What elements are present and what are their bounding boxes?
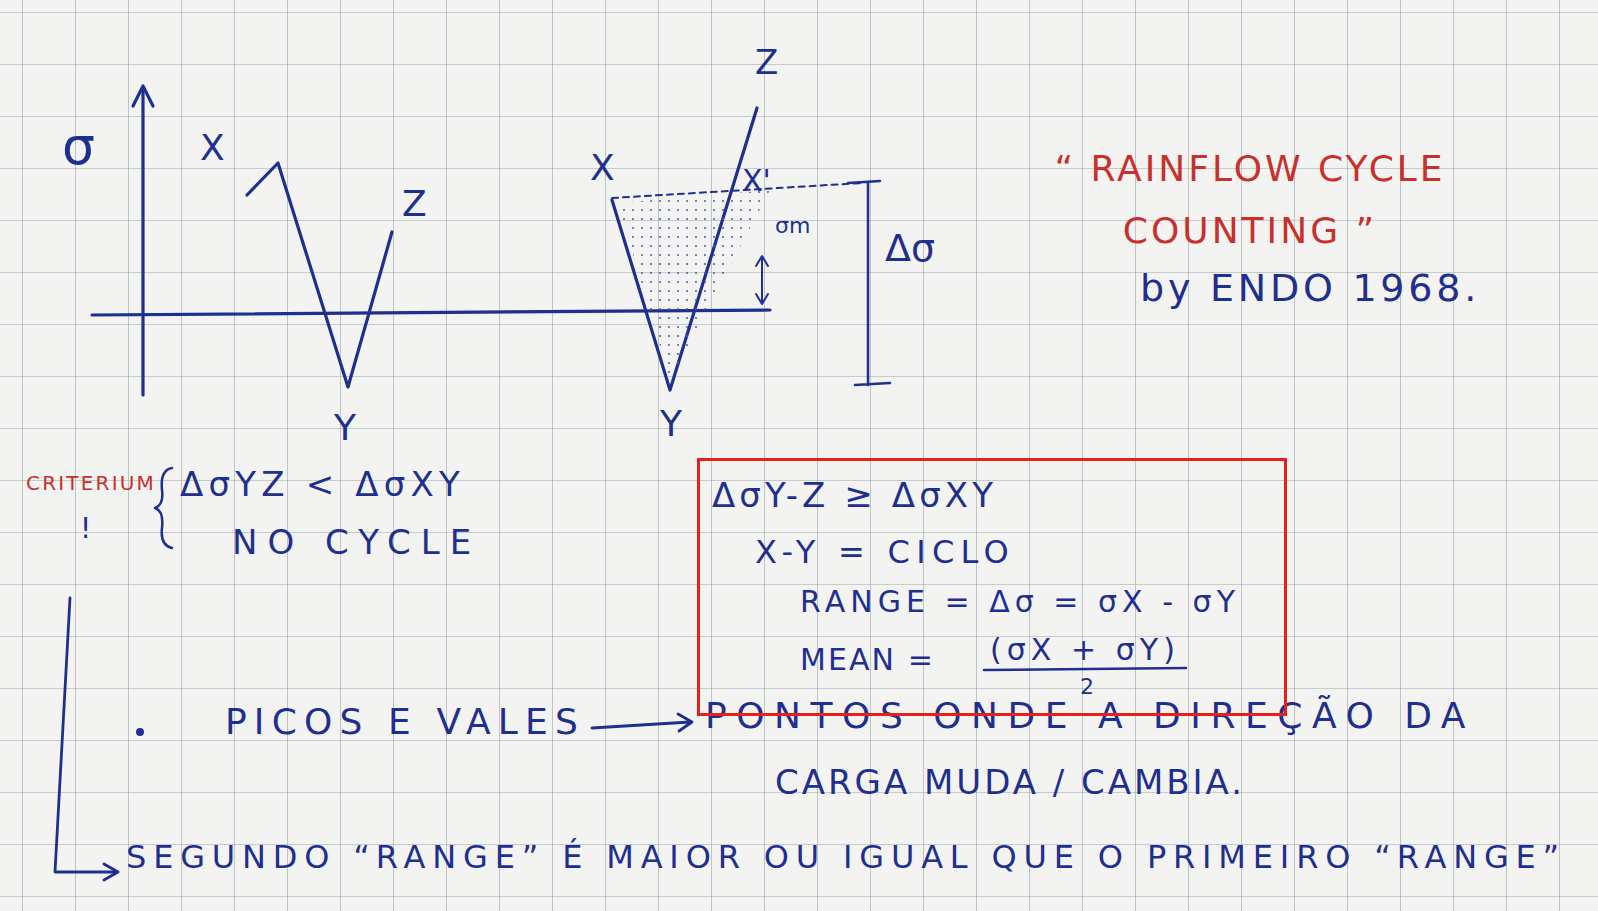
- note-mark: !: [80, 514, 91, 545]
- mean-label: σm: [775, 214, 810, 238]
- range-formula: RANGE = Δσ = σX - σY: [800, 585, 1240, 618]
- mean-marker: [756, 256, 768, 304]
- consequence-bracket: [55, 598, 116, 872]
- point-label: Y: [334, 408, 356, 448]
- criterion-result: NO CYCLE: [232, 524, 481, 561]
- cycle-statement: X-Y = CICLO: [755, 535, 1015, 570]
- author-note: by ENDO 1968.: [1140, 268, 1480, 310]
- point-label: X: [200, 128, 225, 168]
- definition-term: PICOS E VALES: [225, 702, 585, 742]
- axis-arrowhead: [133, 86, 153, 106]
- counted-cycle-area: [618, 190, 770, 380]
- stress-axis: [141, 88, 144, 395]
- fraction-numerator: (σX + σY): [990, 633, 1180, 666]
- heading: “ RAINFLOW CYCLE COUNTING ”: [1000, 138, 1500, 262]
- fraction-denominator: 2: [1080, 675, 1094, 699]
- criterion-formula: ΔσY-Z ≥ ΔσXY: [712, 477, 997, 514]
- criterion-tag: CRITERIUM: [26, 472, 156, 494]
- range-bracket: [848, 181, 890, 385]
- load-history-no-cycle: [247, 163, 392, 387]
- definition-arrow: [592, 714, 692, 731]
- definition-text: CARGA MUDA / CAMBIA.: [775, 764, 1245, 801]
- point-label: X': [742, 164, 771, 197]
- point-label: Z: [402, 184, 427, 224]
- mean-formula: MEAN =: [800, 643, 935, 676]
- fraction-bar: [984, 668, 1186, 670]
- bullet-dot: [136, 728, 144, 736]
- reflection-line: [612, 183, 862, 198]
- point-label: Y: [660, 404, 682, 444]
- point-label: Z: [755, 44, 778, 81]
- highlight-box: ΔσY-Z ≥ ΔσXY X-Y = CICLO RANGE = Δσ = σX -…: [697, 458, 1287, 716]
- range-label: Δσ: [885, 228, 935, 270]
- criterion-brace: [155, 468, 172, 548]
- point-label: X: [590, 148, 615, 188]
- criterion-formula: ΔσYZ < ΔσXY: [180, 466, 465, 503]
- consequence-arrowhead: [104, 864, 118, 880]
- axis-label: σ: [62, 118, 95, 175]
- rule-note: SEGUNDO “RANGE” É MAIOR OU IGUAL QUE O P…: [126, 840, 1566, 875]
